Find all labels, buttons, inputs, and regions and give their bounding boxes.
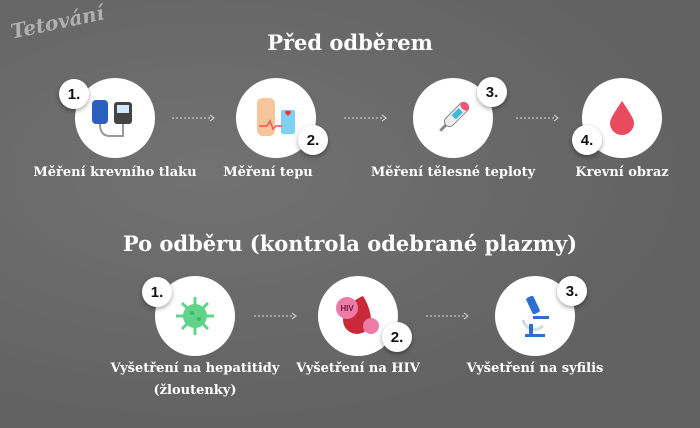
section-title-before: Před odběrem [267, 30, 433, 55]
hiv-icon: HIV [336, 296, 379, 334]
arrow-icon [516, 114, 559, 122]
blood-pressure-icon [92, 99, 132, 137]
step-number: 3. [477, 77, 507, 107]
arrow-icon [172, 114, 215, 122]
step-label: Měření krevního tlaku [33, 165, 197, 180]
arrow-icon [426, 312, 469, 320]
step-label: Měření tepu [223, 165, 313, 180]
step-circle-virus [155, 276, 235, 356]
blood-drop-icon [610, 101, 634, 135]
virus-icon [176, 297, 214, 335]
step-label: Vyšetření na hepatitidy(žloutenky) [110, 361, 280, 398]
step-number: 3. [557, 276, 587, 306]
step-number: 4. [572, 125, 602, 155]
step-circle-pulse [236, 78, 316, 158]
step-label: Měření tělesné teploty [370, 165, 536, 180]
microscope-icon [521, 295, 549, 337]
arrow-icon [254, 312, 297, 320]
step-label: Krevní obraz [575, 165, 669, 180]
thermometer-icon [439, 101, 470, 132]
step-number: 2. [382, 322, 412, 352]
step-label: Vyšetření na syfilis [466, 361, 604, 376]
step-label: Vyšetření na HIV [296, 361, 420, 376]
step-number: 2. [298, 125, 328, 155]
step-number: 1. [59, 79, 89, 109]
arrow-icon [344, 114, 387, 122]
pulse-icon [257, 98, 295, 136]
step-number: 1. [142, 277, 172, 307]
hiv-icon-text: HIV [340, 304, 354, 313]
section-title-after: Po odběru (kontrola odebrané plazmy) [122, 231, 578, 256]
